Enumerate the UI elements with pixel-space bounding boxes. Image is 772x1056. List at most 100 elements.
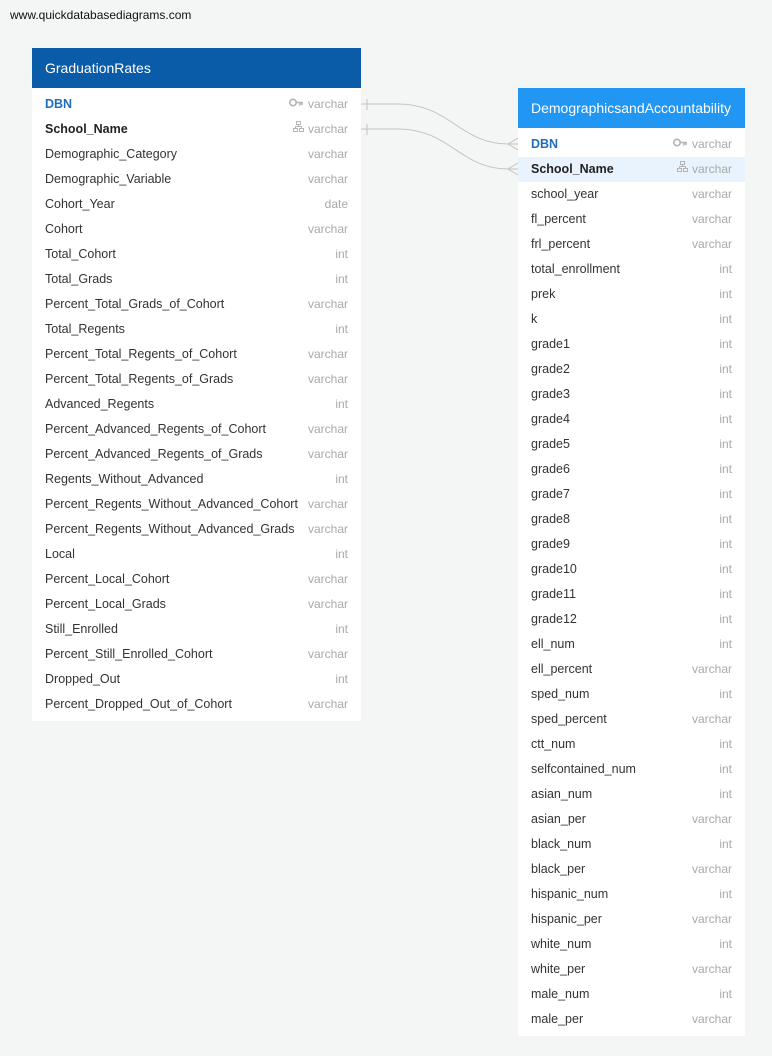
field-type: int <box>335 617 348 642</box>
field-type-label: int <box>335 472 348 486</box>
field-type: varchar <box>308 167 348 192</box>
field-type-label: varchar <box>691 187 732 201</box>
field-type: int <box>335 267 348 292</box>
field-type-label: int <box>719 262 732 276</box>
field-type: int <box>719 282 732 307</box>
field-type-label: varchar <box>307 572 348 586</box>
relationship-school-name[interactable] <box>361 124 519 176</box>
field-type-label: varchar <box>307 647 348 661</box>
field-name: grade7 <box>531 487 570 501</box>
field-name: grade4 <box>531 412 570 426</box>
field-name: black_num <box>531 837 592 851</box>
field-type: varchar <box>692 1007 732 1032</box>
field-type-label: int <box>719 362 732 376</box>
field-type: varchar <box>692 857 732 882</box>
field-type-label: varchar <box>691 1012 732 1026</box>
field-type: int <box>719 682 732 707</box>
site-url[interactable]: www.quickdatabasediagrams.com <box>10 8 192 22</box>
key-icon <box>288 91 304 116</box>
field-type: int <box>719 632 732 657</box>
field-name: grade11 <box>531 587 576 601</box>
field-type: varchar <box>308 642 348 667</box>
field-type: varchar <box>692 807 732 832</box>
index-icon <box>676 156 688 181</box>
field-type-label: varchar <box>307 122 348 136</box>
field-type: int <box>719 332 732 357</box>
field-type: varchar <box>308 592 348 617</box>
field-type-label: varchar <box>307 347 348 361</box>
field-type: int <box>719 532 732 557</box>
relationship-dbn[interactable] <box>361 99 519 151</box>
table-header[interactable]: GraduationRates <box>32 48 361 88</box>
field-type-label: varchar <box>307 222 348 236</box>
field-type-label: int <box>719 687 732 701</box>
table-header[interactable]: DemographicsandAccountability <box>518 88 745 128</box>
field-type-label: varchar <box>307 447 348 461</box>
field-type: varchar <box>692 207 732 232</box>
